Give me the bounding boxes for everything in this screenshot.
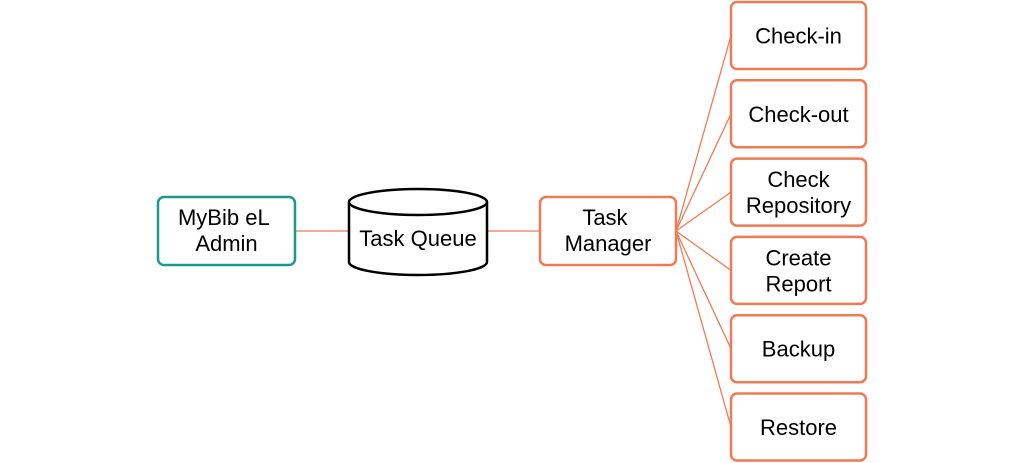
admin-label-line-1: MyBib eL xyxy=(178,205,269,230)
task-label-5-line-1: Backup xyxy=(762,337,835,362)
task-node-6: Restore xyxy=(729,392,868,462)
task-label-5: Backup xyxy=(762,337,835,362)
task-label-2-line-1: Check-out xyxy=(748,102,848,127)
task-label-4-line-1: Create xyxy=(765,245,831,270)
task-box-3 xyxy=(729,157,868,227)
task-label-6-line-1: Restore xyxy=(760,415,837,440)
connectors-manager-tasks xyxy=(675,35,732,428)
connector-manager-task-4 xyxy=(675,230,732,271)
task-queue-database: Task Queue xyxy=(347,187,489,277)
task-label-6: Restore xyxy=(760,415,837,440)
task-manager-box xyxy=(538,195,678,267)
database-cylinder-top xyxy=(347,187,489,217)
connectors xyxy=(295,35,732,428)
task-label-4-line-2: Report xyxy=(765,271,831,296)
connector-manager-task-6 xyxy=(675,230,732,428)
task-manager-node: Task Manager xyxy=(538,195,678,267)
task-manager-label: Task Manager xyxy=(565,205,652,256)
admin-node: MyBib eL Admin xyxy=(156,195,297,267)
task-box-6 xyxy=(729,392,868,462)
task-manager-label-line-2: Manager xyxy=(565,231,652,256)
task-box-5 xyxy=(729,313,868,384)
admin-label-line-2: Admin xyxy=(195,231,257,256)
task-node-1: Check-in xyxy=(729,0,868,71)
connector-manager-task-5 xyxy=(675,230,732,349)
task-label-1: Check-in xyxy=(755,24,842,49)
task-label-3-line-1: Check xyxy=(767,167,830,192)
admin-box xyxy=(156,195,297,267)
connector-manager-task-2 xyxy=(675,113,732,232)
task-box-2 xyxy=(729,79,868,149)
connector-manager-task-3 xyxy=(675,191,732,232)
task-label-1-line-1: Check-in xyxy=(755,24,842,49)
task-box-4 xyxy=(729,235,868,306)
task-queue-label: Task Queue xyxy=(359,226,476,251)
task-label-3-line-2: Repository xyxy=(746,193,851,218)
task-manager-label-line-1: Task xyxy=(582,205,628,230)
task-node-2: Check-out xyxy=(729,79,868,149)
admin-label: MyBib eL Admin xyxy=(178,205,275,256)
task-node-5: Backup xyxy=(729,313,868,384)
task-label-2: Check-out xyxy=(748,102,848,127)
task-box-1 xyxy=(729,0,868,71)
connector-manager-task-1 xyxy=(675,35,732,232)
database-cylinder-body xyxy=(347,202,489,277)
